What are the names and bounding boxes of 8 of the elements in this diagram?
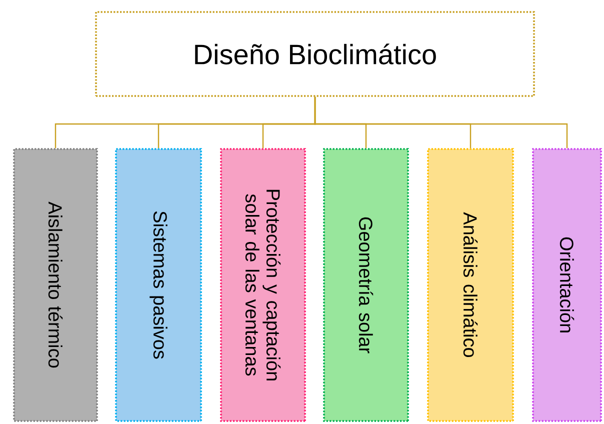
topic-box: Orientación [532,148,602,422]
topic-box: Sistemas pasivos [115,148,202,422]
topic-box: Protección y captación solar de las ventanas [220,148,306,422]
connector-line [314,96,568,148]
topic-box: Análisis climático [427,148,514,422]
title-box: Diseño Bioclimático [95,11,535,97]
topic-box: Geometría solar [323,148,409,422]
topic-box: Aislamiento térmico [13,148,98,422]
